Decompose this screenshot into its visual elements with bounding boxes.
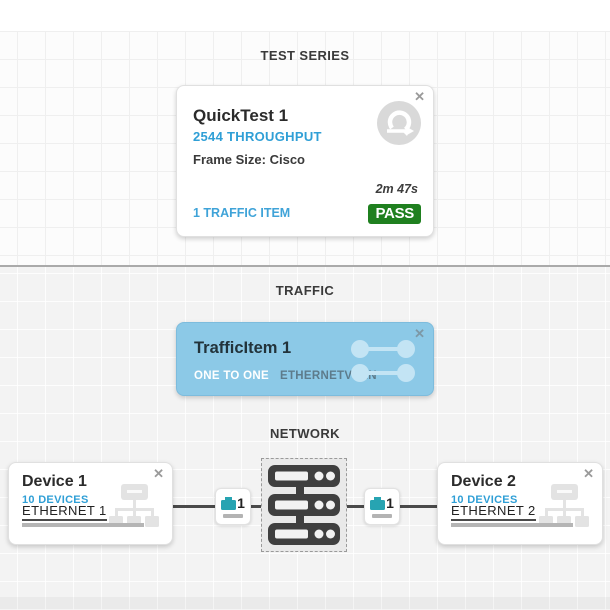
section-label-traffic: TRAFFIC [275, 283, 335, 298]
close-icon[interactable]: ✕ [153, 466, 164, 481]
status-badge: PASS [368, 204, 421, 224]
close-icon[interactable]: ✕ [414, 326, 425, 341]
device-2-card[interactable]: ✕ Device 2 10 DEVICES ETHERNET 2 [437, 462, 603, 545]
network-switch-icon [268, 465, 340, 545]
port-icon [370, 496, 386, 510]
device-topology-icon [539, 484, 589, 527]
device-title: Device 2 [451, 473, 516, 490]
quicktest-duration: 2m 47s [375, 182, 418, 196]
quicktest-subtitle: 2544 THROUGHPUT [193, 129, 322, 144]
port-number: 1 [386, 495, 394, 511]
close-icon[interactable]: ✕ [583, 466, 594, 481]
traffic-mode-label: ONE TO ONE [194, 370, 269, 382]
bottom-strip [0, 597, 610, 610]
section-label-network: NETWORK [270, 426, 340, 441]
device-port-link[interactable]: ETHERNET 1 [22, 502, 144, 527]
port-link-underline [22, 523, 144, 527]
endpoint-pair-icon [351, 340, 415, 382]
device-count: 10 DEVICES [22, 494, 89, 506]
device-port-link[interactable]: ETHERNET 2 [451, 502, 573, 527]
quicktest-traffic-item-link[interactable]: 1 TRAFFIC ITEM [193, 206, 291, 220]
device-topology-icon [109, 484, 159, 527]
top-band [0, 0, 610, 31]
section-divider [0, 265, 610, 267]
quicktest-title: QuickTest 1 [193, 106, 289, 125]
device-title: Device 1 [22, 473, 87, 490]
traffic-item-title: TrafficItem 1 [194, 339, 292, 357]
device-count: 10 DEVICES [451, 494, 518, 506]
quicktest-frame-size: Frame Size: Cisco [193, 152, 305, 167]
section-label-test-series: TEST SERIES [260, 48, 350, 63]
device-1-card[interactable]: ✕ Device 1 10 DEVICES ETHERNET 1 [8, 462, 173, 545]
quicktest-gauge-icon [377, 101, 421, 145]
port-badge-1[interactable]: 1 [215, 488, 251, 525]
device-port-label[interactable]: ETHERNET 1 [22, 503, 107, 521]
port-number: 1 [237, 495, 245, 511]
port-badge-2[interactable]: 1 [364, 488, 400, 525]
quicktest-card[interactable]: ✕ QuickTest 1 2544 THROUGHPUT Frame Size… [176, 85, 434, 237]
port-link-underline [451, 523, 573, 527]
network-switch-node[interactable] [261, 458, 347, 552]
port-icon [221, 496, 237, 510]
port-underline [372, 514, 392, 518]
device-port-label[interactable]: ETHERNET 2 [451, 503, 536, 521]
close-icon[interactable]: ✕ [414, 89, 425, 104]
port-underline [223, 514, 243, 518]
